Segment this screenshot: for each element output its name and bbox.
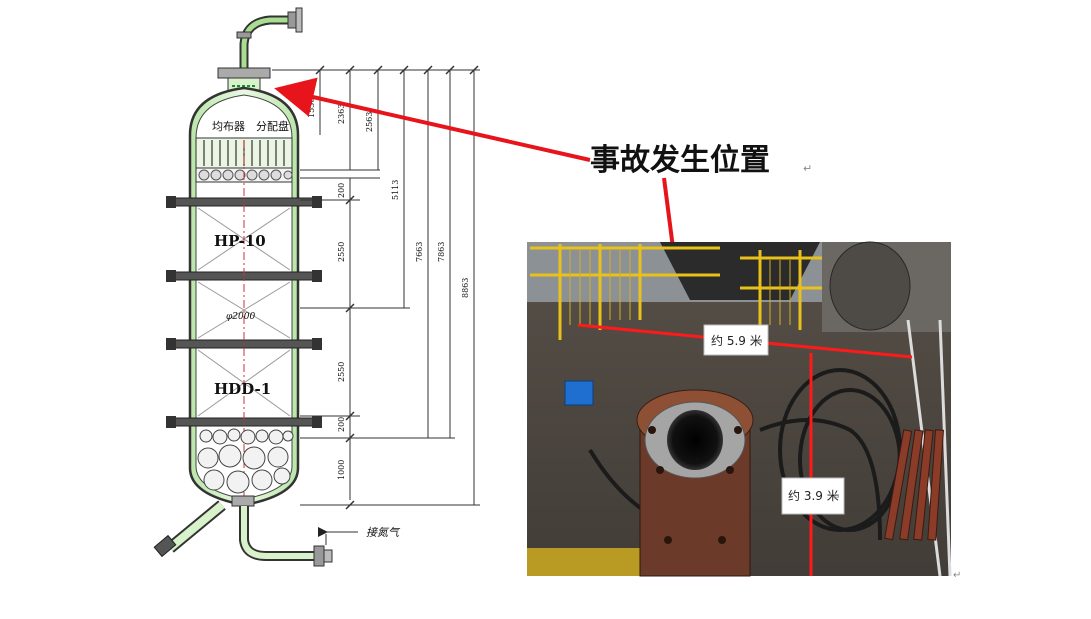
bed-lower-label: HDD-1 [214, 380, 271, 398]
dim-1536: 1536 [307, 98, 316, 118]
dim-200-bottom: 200 [337, 417, 346, 432]
dim-8863: 8863 [461, 278, 470, 298]
bed-upper-label: HP-10 [214, 232, 266, 250]
dimension-ticks [315, 65, 479, 510]
distribution-plate-label: 分配盘 [256, 119, 289, 133]
dim-200-top: 200 [337, 183, 346, 198]
callout-arrow-drawing [274, 77, 591, 162]
callout-return-mark: ↵ [803, 162, 812, 175]
width-return-mark: ↵ [756, 338, 764, 348]
nitrogen-label: 接氮气 [366, 526, 401, 539]
width-label: 约 5.9 米 [711, 333, 762, 348]
dimension-lines [272, 69, 480, 506]
dim-2550-lower: 2550 [337, 362, 346, 382]
yellow-railing [530, 244, 826, 340]
dim-2363: 2363 [337, 104, 346, 124]
top-inlet-pipe [236, 7, 303, 70]
site-photo: 约 5.9 米 ↵ 约 3.9 米 ↵ [527, 241, 952, 577]
ceramic-ball-layer [197, 428, 294, 494]
callout-text: 事故发生位置 [590, 143, 770, 178]
dim-5113: 5113 [391, 180, 400, 200]
height-label-box [781, 477, 845, 515]
height-label: 约 3.9 米 [788, 488, 839, 503]
rusty-nozzle [636, 389, 754, 577]
diameter-label: φ2000 [226, 312, 255, 322]
reactor-drawing: 均布器 分配盘 HP-10 φ2000 HDD-1 [153, 7, 480, 567]
flange-bolts [166, 196, 322, 428]
distributor-label: 均布器 [212, 120, 245, 133]
dim-7863: 7863 [437, 242, 446, 262]
width-label-box [703, 324, 769, 356]
dim-2550-upper: 2550 [337, 242, 346, 262]
dim-7663: 7663 [415, 242, 424, 262]
bottom-outlet-pipes [153, 495, 333, 567]
pipe-opening [667, 410, 723, 470]
photo-return-mark: ↵ [953, 570, 961, 581]
height-return-mark: ↵ [833, 493, 841, 503]
dim-2563: 2563 [365, 112, 374, 132]
dim-1000: 1000 [337, 460, 346, 480]
railing-mesh [569, 250, 791, 325]
blue-box [564, 380, 594, 406]
bolts-pile [884, 429, 945, 541]
